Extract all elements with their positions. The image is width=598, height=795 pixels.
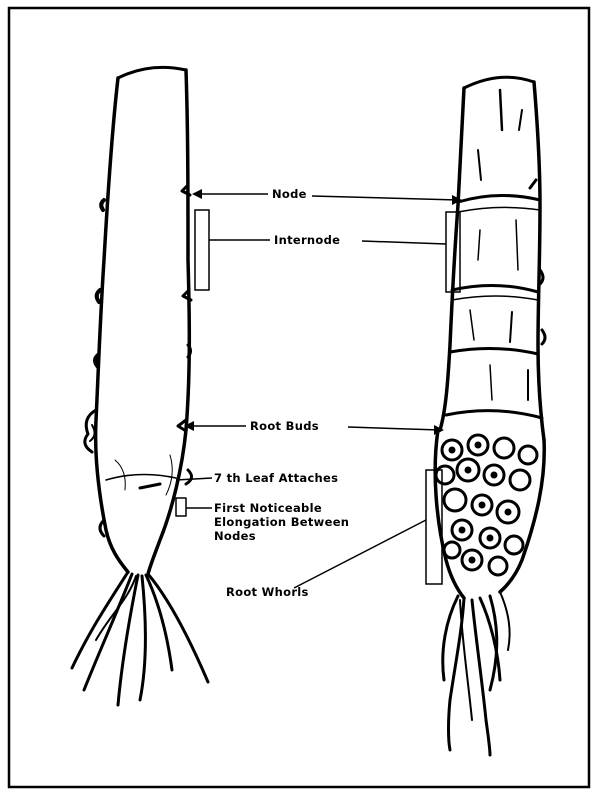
- left-stalk: [85, 67, 192, 574]
- left-internode-bracket: [195, 210, 209, 290]
- label-first-noticeable-1: First Noticeable: [214, 501, 322, 515]
- right-stalk: [440, 77, 545, 440]
- right-root-whorls: [435, 430, 544, 598]
- label-first-noticeable-2: Elongation Between: [214, 515, 349, 529]
- label-node: Node: [272, 187, 307, 201]
- right-roots: [443, 592, 510, 755]
- arrowheads: [184, 189, 462, 435]
- label-root-whorls: Root Whorls: [226, 585, 309, 599]
- label-7th-leaf: 7 th Leaf Attaches: [214, 471, 338, 485]
- label-internode: Internode: [274, 233, 340, 247]
- label-root-buds: Root Buds: [250, 419, 319, 433]
- label-first-noticeable-3: Nodes: [214, 529, 256, 543]
- left-roots: [72, 572, 208, 705]
